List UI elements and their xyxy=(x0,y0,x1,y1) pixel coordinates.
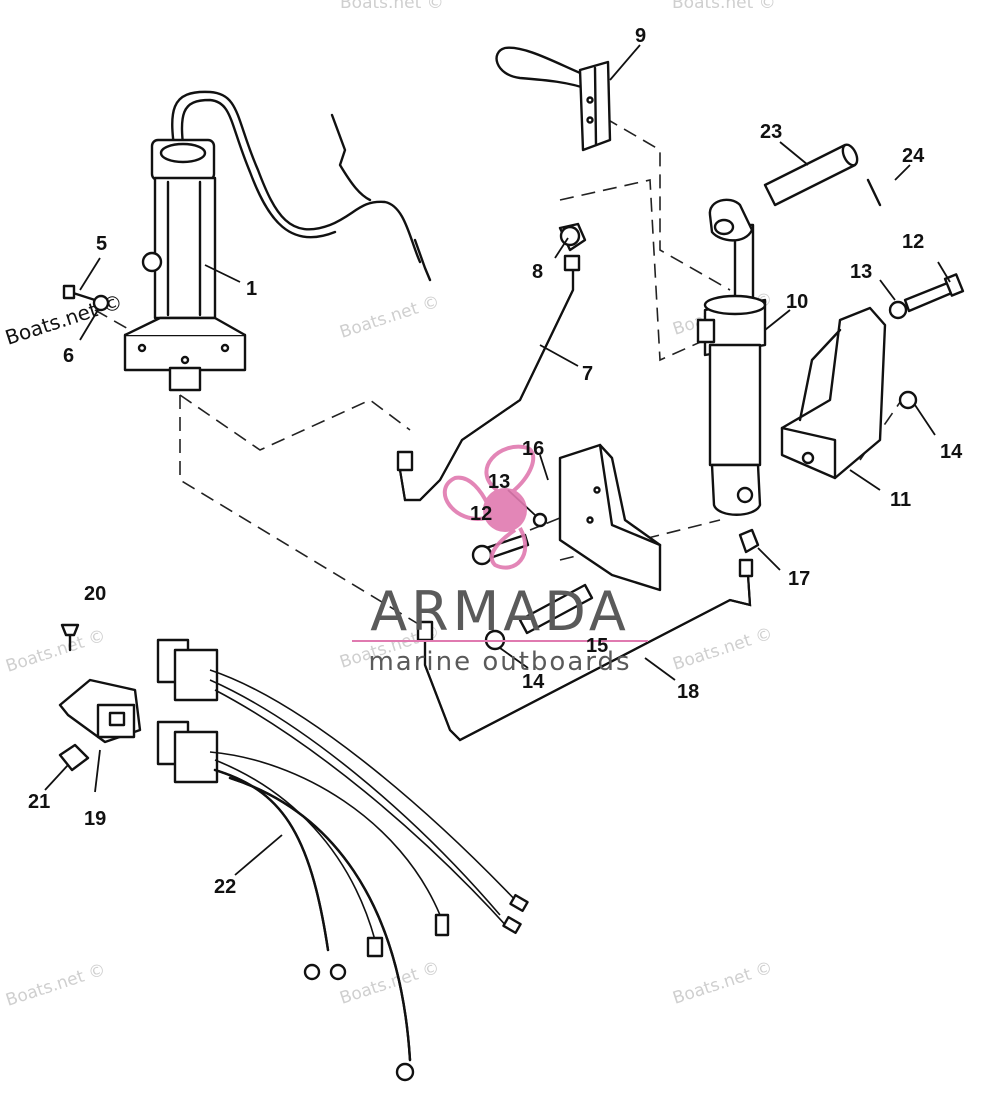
callout-6: 6 xyxy=(63,345,74,367)
watermark-text: Boats.net © xyxy=(3,626,108,677)
watermark-text: Boats.net © xyxy=(340,0,444,13)
watermarks: Boats.net © Boats.net © Boats.net © Boat… xyxy=(2,0,776,1011)
watermark-text: Boats.net © xyxy=(670,624,775,675)
callout-14: 14 xyxy=(940,441,963,463)
callout-11: 11 xyxy=(890,489,911,511)
harness-22 xyxy=(156,638,529,1082)
watermark-text: Boats.net © xyxy=(670,958,775,1009)
watermark-text: Boats.net © xyxy=(337,958,442,1009)
callout-20: 20 xyxy=(84,583,106,605)
callout-9: 9 xyxy=(635,25,646,47)
watermark-text: Boats.net © xyxy=(3,960,108,1011)
tube-18 xyxy=(416,574,752,742)
tube-7 xyxy=(396,254,581,502)
callout-12: 12 xyxy=(470,503,492,525)
watermark-text: Boats.net © xyxy=(672,0,776,13)
callout-17: 17 xyxy=(788,568,810,590)
trim-cylinder xyxy=(696,198,767,516)
bracket-9 xyxy=(495,46,612,152)
callout-24: 24 xyxy=(902,145,925,167)
callout-10: 10 xyxy=(786,291,808,313)
callout-13: 13 xyxy=(488,471,510,493)
callout-15: 15 xyxy=(586,635,608,657)
bracket-11 xyxy=(780,306,918,480)
fitting-17 xyxy=(738,528,760,578)
callout-14: 14 xyxy=(522,671,545,693)
callout-1: 1 xyxy=(246,278,257,300)
brand-name: ARMADA xyxy=(370,580,630,643)
callouts: 1 5 6 7 8 9 10 11 12 12 13 13 14 14 15 1… xyxy=(28,25,963,898)
elbow-fitting xyxy=(558,222,587,252)
bolt-washer-right xyxy=(888,273,965,320)
propeller-icon xyxy=(442,444,536,570)
callout-19: 19 xyxy=(84,808,106,830)
screw-washer xyxy=(62,284,110,312)
callout-7: 7 xyxy=(582,363,593,385)
pump-motor xyxy=(123,90,432,392)
pivot-pin xyxy=(763,143,882,207)
callout-8: 8 xyxy=(532,261,543,283)
callout-21: 21 xyxy=(28,791,50,813)
callout-13: 13 xyxy=(850,261,872,283)
callout-16: 16 xyxy=(522,438,544,460)
bracket-16 xyxy=(558,443,662,592)
brand-logo: ARMADA marine outboards xyxy=(352,444,648,677)
callout-22: 22 xyxy=(214,876,236,898)
callout-5: 5 xyxy=(96,233,107,255)
callout-12: 12 xyxy=(902,231,924,253)
leader-lines xyxy=(44,44,951,876)
callout-23: 23 xyxy=(760,121,782,143)
watermark-text: Boats.net © xyxy=(337,292,442,343)
brand-tagline: marine outboards xyxy=(368,647,631,677)
relay-19 xyxy=(58,623,142,772)
callout-18: 18 xyxy=(677,681,699,703)
